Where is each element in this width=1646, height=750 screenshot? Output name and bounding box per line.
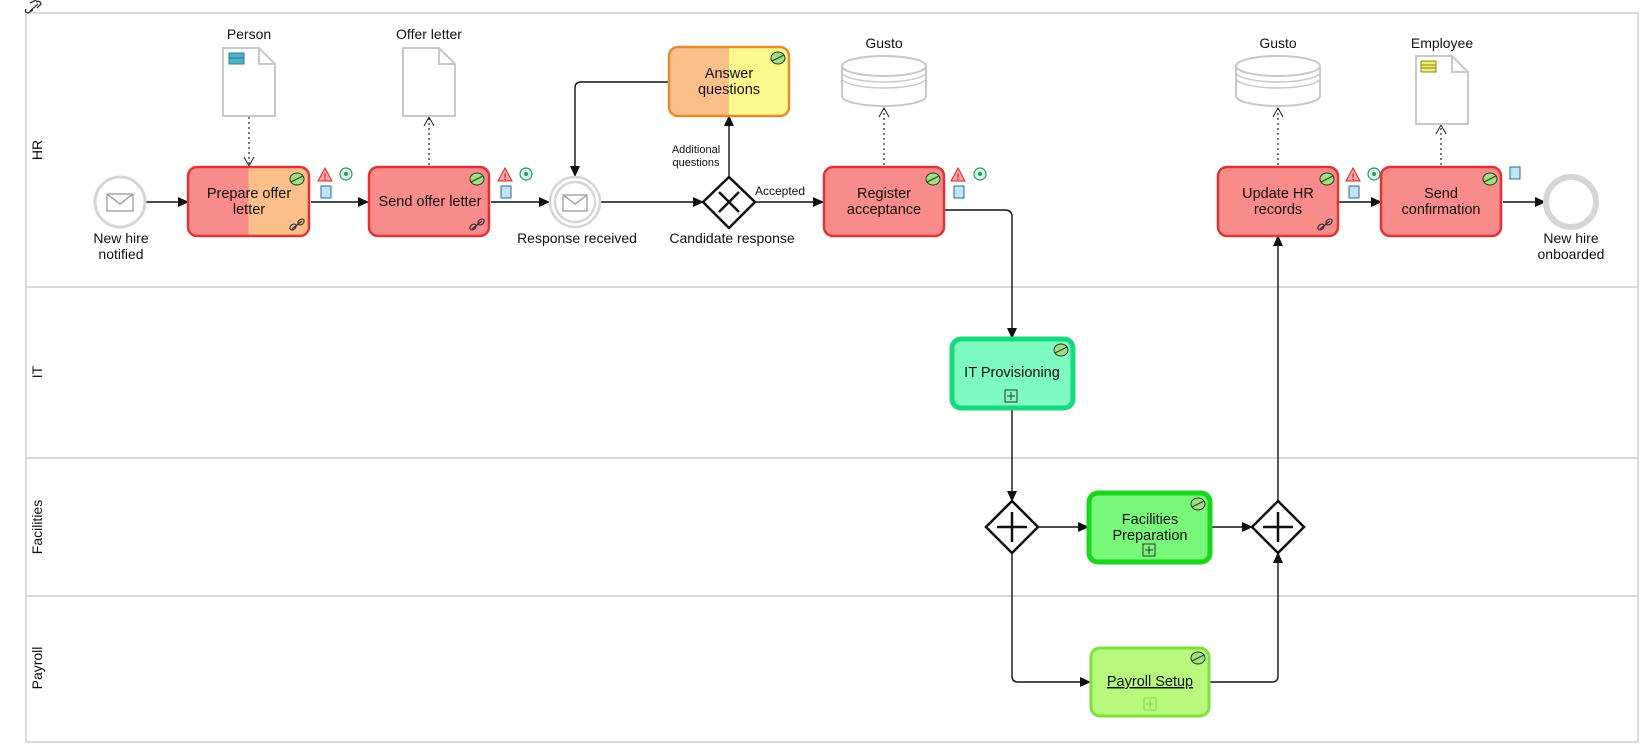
task-send-confirmation-label-1: Send [1424, 186, 1458, 202]
component-icon [953, 185, 965, 199]
envelope-icon [562, 194, 588, 212]
user-task-icon [1190, 651, 1206, 665]
flow-fork-to-payroll [1011, 553, 1091, 687]
warning-icon [317, 166, 333, 182]
svg-text:!: ! [504, 172, 507, 182]
task-facilities-preparation[interactable] [1086, 490, 1213, 565]
user-task-icon [289, 172, 305, 186]
data-object-offer-letter[interactable] [402, 47, 456, 117]
link-icon [289, 218, 305, 231]
task-register-acceptance-label-1: Register [857, 186, 911, 202]
send-offer-decorators: ! [497, 166, 533, 199]
envelope-icon [106, 193, 134, 212]
task-update-hr-records[interactable] [1216, 165, 1340, 238]
parallel-plus-icon [1263, 512, 1293, 542]
pool [25, 12, 1639, 743]
data-store-gusto-1[interactable] [841, 55, 927, 107]
task-update-hr-records-label-2: records [1254, 202, 1302, 218]
task-facilities-preparation-label-2: Preparation [1113, 528, 1188, 544]
svg-text:!: ! [324, 172, 327, 182]
component-icon [500, 185, 512, 199]
task-answer-questions[interactable] [667, 45, 791, 118]
user-task-icon [1482, 172, 1498, 186]
svg-text:!: ! [1352, 172, 1355, 182]
register-acceptance-decorators: ! [950, 166, 987, 199]
start-event-label-1: New hire [93, 230, 148, 246]
data-object-person-label: Person [227, 26, 271, 42]
data-object-offer-letter-label: Offer letter [396, 26, 462, 42]
flow-register-to-it [945, 209, 1017, 339]
warning-icon [497, 166, 513, 182]
flow-answer-to-response [570, 81, 668, 177]
task-it-provisioning-label: IT Provisioning [964, 365, 1060, 381]
data-store-gusto-2-label: Gusto [1259, 35, 1297, 51]
user-task-icon [1190, 497, 1206, 511]
employee-type-icon [1420, 60, 1437, 73]
user-task-icon [1053, 343, 1069, 357]
lane-label-facilities: Facilities [29, 500, 45, 554]
task-payroll-setup[interactable] [1089, 646, 1211, 718]
task-payroll-setup-label: Payroll Setup [1107, 674, 1193, 690]
data-store-gusto-1-label: Gusto [865, 35, 903, 51]
data-associations [243, 106, 1447, 168]
user-task-icon [925, 172, 941, 186]
user-task-icon [1319, 172, 1335, 186]
end-event-label-1: New hire [1543, 230, 1598, 246]
parallel-plus-icon [997, 512, 1027, 542]
task-answer-questions-label-2: questions [698, 82, 760, 98]
gateway-parallel-join[interactable] [1250, 499, 1306, 555]
gateway-candidate-response[interactable] [701, 175, 757, 230]
end-event-label-2: onboarded [1538, 246, 1605, 262]
gateway-parallel-fork[interactable] [984, 499, 1040, 555]
svg-text:!: ! [957, 172, 960, 182]
task-register-acceptance-label-2: acceptance [847, 202, 921, 218]
user-task-icon [770, 51, 786, 65]
lane-label-hr: HR [29, 140, 45, 160]
end-event-new-hire-onboarded[interactable] [1543, 174, 1599, 230]
data-object-employee[interactable] [1415, 55, 1469, 125]
flow-label-additional-questions-1: Additional [672, 144, 720, 156]
lane-label-it: IT [29, 365, 45, 378]
component-icon [320, 185, 332, 199]
task-send-offer-letter[interactable] [367, 165, 491, 238]
task-it-provisioning[interactable] [949, 336, 1076, 411]
intermediate-event-label: Response received [517, 230, 637, 246]
pool-link-icon[interactable] [24, 0, 42, 14]
exclusive-x-icon [718, 191, 740, 213]
data-object-employee-label: Employee [1411, 35, 1473, 51]
task-prepare-offer-letter-label-2: letter [233, 202, 265, 218]
task-send-confirmation[interactable] [1379, 165, 1503, 238]
task-send-confirmation-label-2: confirmation [1402, 202, 1481, 218]
data-object-person[interactable] [222, 47, 276, 117]
component-icon [1348, 185, 1360, 199]
subprocess-expand-icon [1142, 543, 1156, 557]
sequence-flows [146, 81, 1546, 687]
start-event-label-2: notified [98, 246, 143, 262]
task-send-offer-letter-label: Send offer letter [379, 194, 482, 210]
flow-label-additional-questions-2: questions [672, 157, 720, 169]
user-task-icon [469, 172, 485, 186]
component-icon [1509, 166, 1521, 180]
subprocess-expand-icon [1004, 389, 1018, 403]
task-answer-questions-label-1: Answer [705, 66, 754, 82]
data-store-gusto-2[interactable] [1235, 55, 1321, 107]
warning-icon [950, 166, 966, 182]
link-icon [469, 218, 485, 231]
flow-payroll-to-join [1210, 552, 1283, 683]
flow-label-accepted: Accepted [755, 184, 805, 198]
intermediate-event-response-received[interactable] [548, 175, 602, 229]
start-event-new-hire-notified[interactable] [93, 175, 147, 229]
task-prepare-offer-letter-label-1: Prepare offer [207, 186, 292, 202]
task-update-hr-records-label-1: Update HR [1242, 186, 1314, 202]
link-icon [1317, 218, 1333, 231]
lane-label-payroll: Payroll [29, 647, 45, 690]
warning-icon [1345, 166, 1361, 182]
prepare-offer-decorators: ! [317, 166, 353, 199]
gateway-candidate-response-label: Candidate response [669, 230, 795, 246]
subprocess-expand-icon [1143, 697, 1157, 711]
update-hr-decorators: ! [1345, 166, 1381, 199]
task-prepare-offer-letter[interactable] [186, 165, 311, 238]
task-register-acceptance[interactable] [822, 165, 946, 238]
task-facilities-preparation-label-1: Facilities [1122, 512, 1178, 528]
